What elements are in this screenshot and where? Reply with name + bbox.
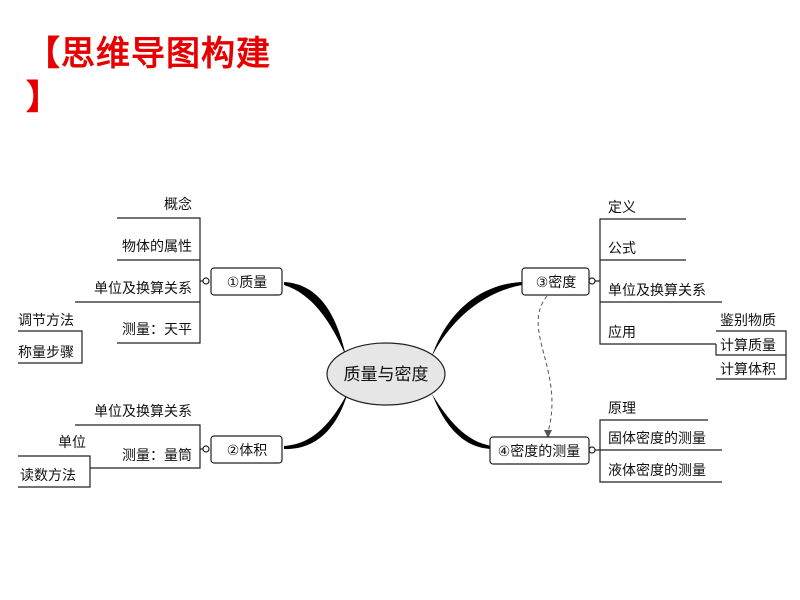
volume-node-label: ②体积 bbox=[227, 443, 268, 459]
mass-steps: 称量步骤 bbox=[18, 345, 74, 361]
mass-measure: 测量：天平 bbox=[122, 322, 192, 338]
mass-concept: 概念 bbox=[164, 196, 192, 213]
density-measure-node-label: ④密度的测量 bbox=[498, 443, 581, 460]
page-title-line2: 】 bbox=[26, 78, 61, 118]
density-identify: 鉴别物质 bbox=[720, 313, 776, 329]
density-node[interactable] bbox=[521, 267, 590, 296]
trunk-to-density-measure bbox=[432, 394, 492, 449]
mass-node[interactable] bbox=[210, 267, 283, 296]
mass-connector-dot bbox=[202, 277, 210, 285]
mass-node-label: ①质量 bbox=[227, 275, 268, 291]
trunk-to-volume bbox=[284, 392, 348, 450]
center-node[interactable] bbox=[326, 342, 446, 406]
measure-connector-dot bbox=[588, 446, 596, 454]
mass-sub-branch-lines bbox=[18, 330, 83, 364]
density-definition: 定义 bbox=[608, 200, 636, 216]
measure-liquid: 液体密度的测量 bbox=[608, 462, 706, 479]
density-application: 应用 bbox=[608, 324, 636, 341]
page-title: 【思维导图构建 】 bbox=[26, 32, 271, 120]
page-title-line1: 【思维导图构建 bbox=[26, 34, 271, 74]
volume-unit: 单位 bbox=[58, 435, 86, 451]
volume-node[interactable] bbox=[210, 435, 283, 464]
density-calc-volume: 计算体积 bbox=[720, 362, 776, 378]
dashed-arrowhead-icon bbox=[544, 430, 552, 438]
density-branch-lines bbox=[594, 218, 722, 345]
density-connector-dot bbox=[588, 277, 596, 285]
trunk-to-density bbox=[432, 282, 522, 356]
volume-connector-dot bbox=[202, 445, 210, 453]
measure-principle: 原理 bbox=[608, 401, 636, 417]
volume-sub-branch-lines bbox=[18, 455, 91, 488]
measure-solid: 固体密度的测量 bbox=[608, 430, 706, 447]
center-node-label: 质量与密度 bbox=[344, 365, 429, 385]
density-measure-node[interactable] bbox=[489, 436, 590, 465]
dashed-connector bbox=[537, 295, 553, 433]
mass-branch-lines bbox=[75, 217, 208, 344]
mass-units: 单位及换算关系 bbox=[94, 280, 192, 297]
density-formula: 公式 bbox=[608, 241, 636, 257]
volume-reading: 读数方法 bbox=[20, 467, 76, 484]
volume-measure: 测量：量筒 bbox=[122, 447, 192, 464]
trunk-to-mass bbox=[284, 282, 346, 356]
mass-property: 物体的属性 bbox=[122, 239, 192, 255]
density-units: 单位及换算关系 bbox=[608, 282, 706, 299]
density-calc-mass: 计算质量 bbox=[720, 338, 776, 354]
volume-units: 单位及换算关系 bbox=[94, 403, 192, 420]
density-node-label: ③密度 bbox=[536, 274, 577, 291]
density-sub-branch-lines bbox=[715, 330, 787, 380]
mass-adjust: 调节方法 bbox=[18, 313, 74, 329]
